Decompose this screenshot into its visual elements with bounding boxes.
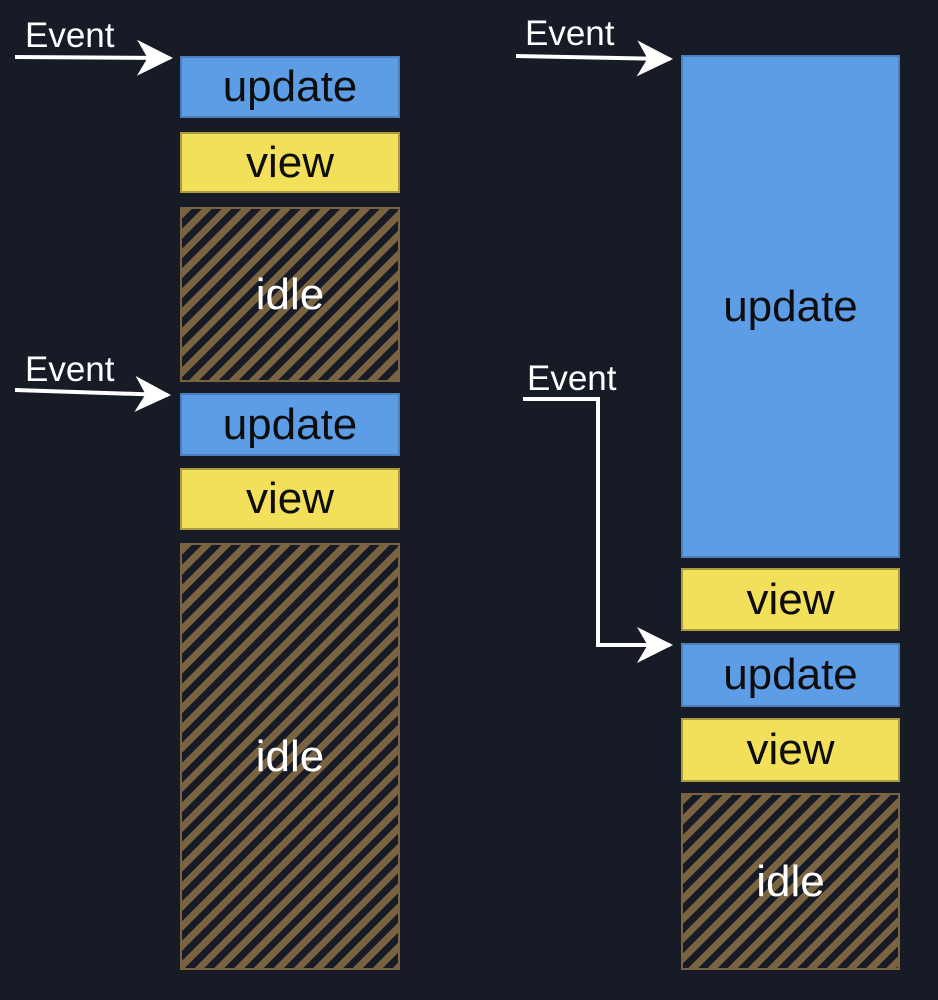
- event-label-2: Event: [25, 350, 115, 389]
- block-label: update: [222, 399, 358, 449]
- event-label-1: Event: [25, 16, 115, 55]
- block-view: view: [681, 568, 900, 631]
- block-view: view: [681, 718, 900, 782]
- event-label-4: Event: [527, 359, 617, 398]
- block-label: update: [723, 650, 858, 699]
- block-update: update: [681, 643, 900, 707]
- block-update: update: [180, 56, 400, 118]
- event-arrow-1: [14, 39, 173, 76]
- block-label: update: [222, 62, 358, 111]
- block-label: view: [746, 574, 835, 624]
- event-arrow-3: [515, 40, 673, 77]
- block-view: view: [180, 468, 400, 530]
- event-arrow-2: [14, 375, 171, 412]
- block-label: view: [245, 137, 335, 187]
- block-label: update: [723, 281, 858, 331]
- block-label: idle: [756, 856, 825, 906]
- event-label-3: Event: [525, 14, 615, 53]
- block-label: view: [746, 725, 835, 774]
- block-view: view: [180, 132, 400, 193]
- block-update: update: [180, 393, 400, 456]
- block-idle: idle: [180, 207, 400, 382]
- block-label: idle: [255, 269, 325, 319]
- block-update: update: [681, 55, 900, 558]
- block-idle: idle: [681, 793, 900, 970]
- block-label: view: [245, 474, 335, 523]
- block-label: idle: [255, 731, 325, 781]
- block-idle: idle: [180, 543, 400, 970]
- event-arrow-4-elbow: [523, 397, 673, 663]
